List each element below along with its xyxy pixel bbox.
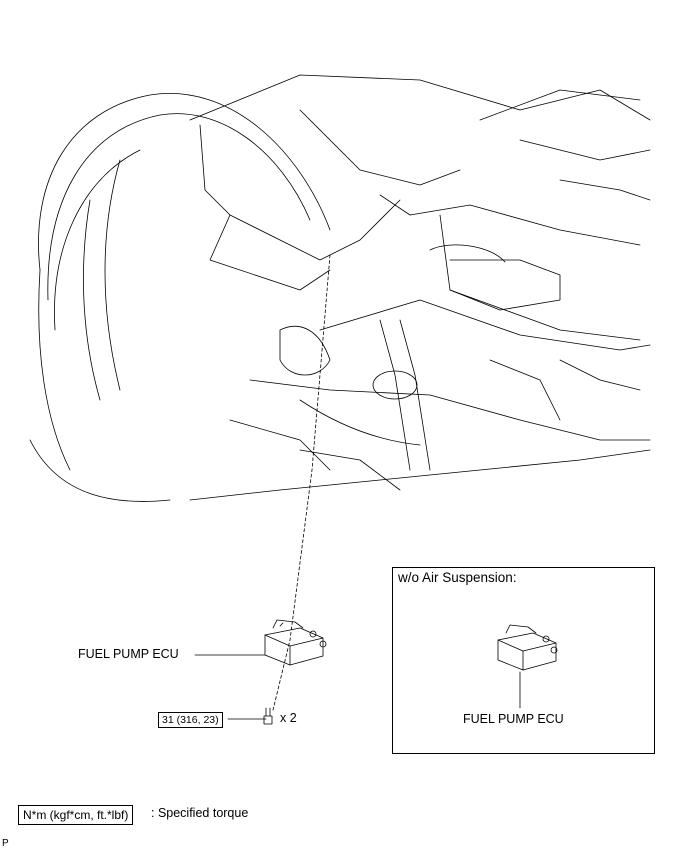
inset-fuel-pump-ecu-part bbox=[497, 624, 558, 671]
bolt-quantity-label: x 2 bbox=[280, 711, 297, 725]
tire-drawing bbox=[29, 93, 331, 502]
inset-panel: w/o Air Suspension: bbox=[392, 567, 655, 754]
fuel-pump-ecu-part bbox=[264, 619, 327, 666]
torque-legend-units: N*m (kgf*cm, ft.*lbf) bbox=[18, 805, 134, 825]
fuel-pump-ecu-label: FUEL PUMP ECU bbox=[78, 647, 179, 661]
installation-guide-line bbox=[272, 254, 331, 711]
torque-value-box: 31 (316, 23) bbox=[158, 712, 223, 728]
corner-mark: P bbox=[2, 838, 9, 849]
bolt-icon bbox=[263, 707, 273, 725]
frame-drawing bbox=[189, 74, 651, 501]
torque-legend-description: : Specified torque bbox=[151, 806, 249, 820]
inset-title: w/o Air Suspension: bbox=[398, 570, 517, 585]
inset-fuel-pump-ecu-label: FUEL PUMP ECU bbox=[463, 712, 564, 726]
